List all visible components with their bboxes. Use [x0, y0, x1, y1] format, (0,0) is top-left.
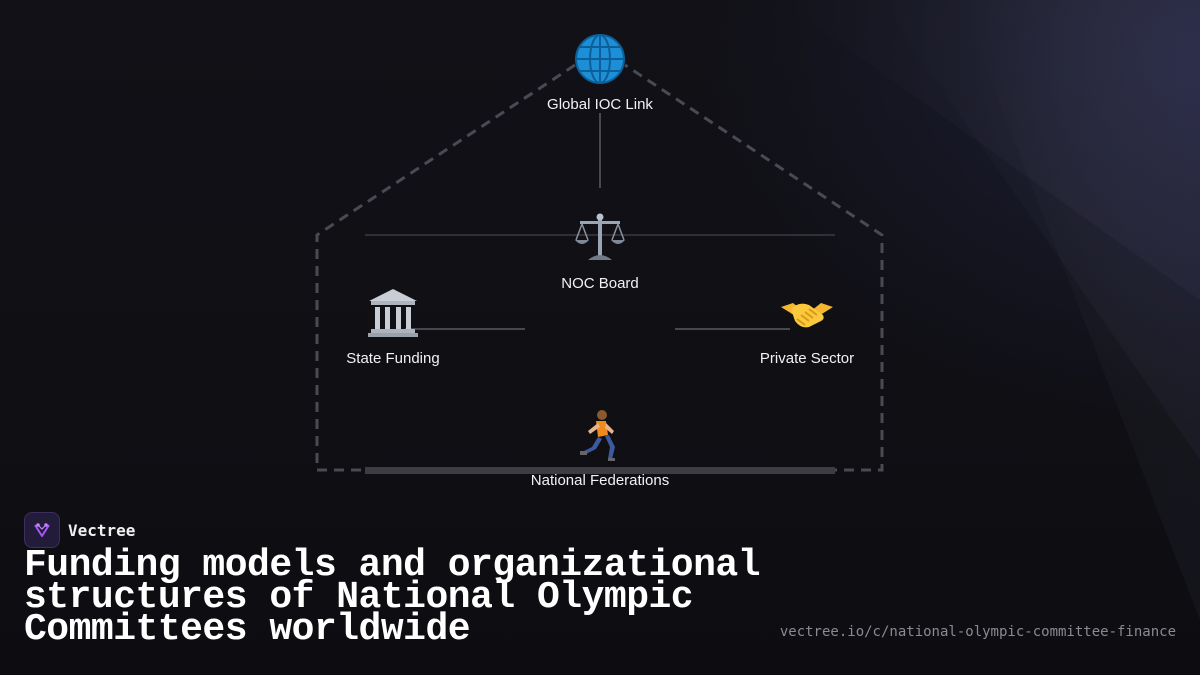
- classical-building-icon: [364, 284, 422, 342]
- handshake-icon: [778, 284, 836, 342]
- base-bar: [365, 467, 835, 474]
- outline-frame: [315, 63, 884, 472]
- node-noc-board: NOC Board: [500, 209, 700, 292]
- node-state-funding: State Funding: [293, 284, 493, 367]
- globe-icon: [571, 30, 629, 88]
- runner-icon: [571, 406, 629, 464]
- node-label-national-federations: National Federations: [530, 472, 670, 489]
- node-label-global-ioc: Global IOC Link: [547, 96, 653, 113]
- page-title: Funding models and organizational struct…: [24, 544, 761, 651]
- node-label-noc-board: NOC Board: [561, 275, 639, 292]
- node-label-private-sector: Private Sector: [759, 350, 855, 367]
- source-url: vectree.io/c/national-olympic-committee-…: [779, 624, 1176, 640]
- brand: Vectree: [24, 512, 135, 548]
- node-global-ioc: Global IOC Link: [500, 30, 700, 113]
- node-national-federations: National Federations: [500, 406, 700, 489]
- node-label-state-funding: State Funding: [346, 350, 440, 367]
- node-private-sector: Private Sector: [707, 284, 907, 367]
- brand-name: Vectree: [68, 520, 136, 540]
- vectree-logo-icon: [24, 512, 60, 548]
- balance-scale-icon: [571, 209, 629, 267]
